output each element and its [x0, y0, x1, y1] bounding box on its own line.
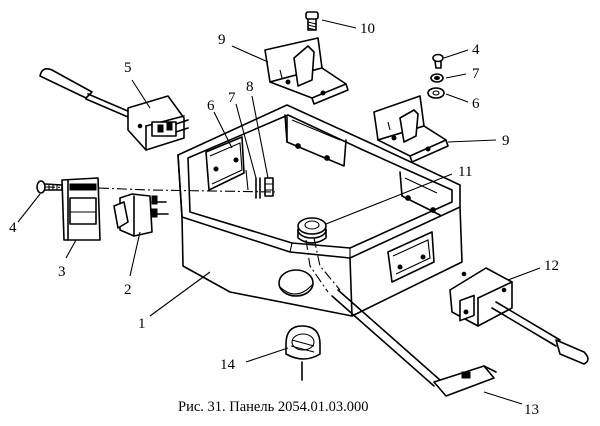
- callout-2: 2: [124, 282, 132, 298]
- callout-4-right: 4: [472, 42, 480, 58]
- leader-lines: [17, 19, 541, 405]
- bracket-9-right: [373, 95, 449, 163]
- lever-13: [331, 289, 497, 397]
- callout-9-left: 9: [218, 32, 226, 48]
- switch-2: [113, 193, 169, 237]
- callout-11: 11: [458, 164, 472, 180]
- screw-4-left: [36, 180, 63, 194]
- callout-4-left: 4: [9, 220, 17, 236]
- screw-4-right: [432, 53, 444, 69]
- bracket-9-left: [264, 37, 349, 105]
- screw-10: [305, 11, 319, 31]
- callout-1: 1: [138, 316, 146, 332]
- nut-8-inside: [264, 177, 274, 197]
- callout-7-right: 7: [472, 66, 480, 82]
- grommet-11: [297, 217, 327, 244]
- knob-14: [285, 325, 321, 381]
- callout-13: 13: [524, 402, 539, 418]
- callout-6-right: 6: [472, 96, 480, 112]
- callout-8: 8: [246, 79, 254, 95]
- washer-6-inside: [245, 169, 249, 191]
- figure-caption: Рис. 31. Панель 2054.01.03.000: [178, 399, 368, 415]
- callout-labels: 10 9 4 7 6 9 5 6 7 8 11 4 3 2 1 12 14 13: [9, 21, 559, 418]
- callout-5: 5: [124, 60, 132, 76]
- callout-6-inside: 6: [207, 98, 215, 114]
- washer-7-right: [430, 73, 444, 83]
- cover-3: [61, 177, 101, 241]
- lever-switch-12: [449, 267, 589, 365]
- washer-7-inside: [255, 177, 261, 199]
- callout-14: 14: [220, 357, 236, 373]
- callout-9-right: 9: [502, 133, 510, 149]
- callout-12: 12: [544, 258, 559, 274]
- housing-body: [177, 104, 467, 317]
- washer-6-right: [427, 87, 445, 99]
- lever-switch-5: [39, 68, 189, 151]
- callout-7-inside: 7: [228, 90, 236, 106]
- callout-3: 3: [58, 264, 66, 280]
- callout-10: 10: [360, 21, 375, 37]
